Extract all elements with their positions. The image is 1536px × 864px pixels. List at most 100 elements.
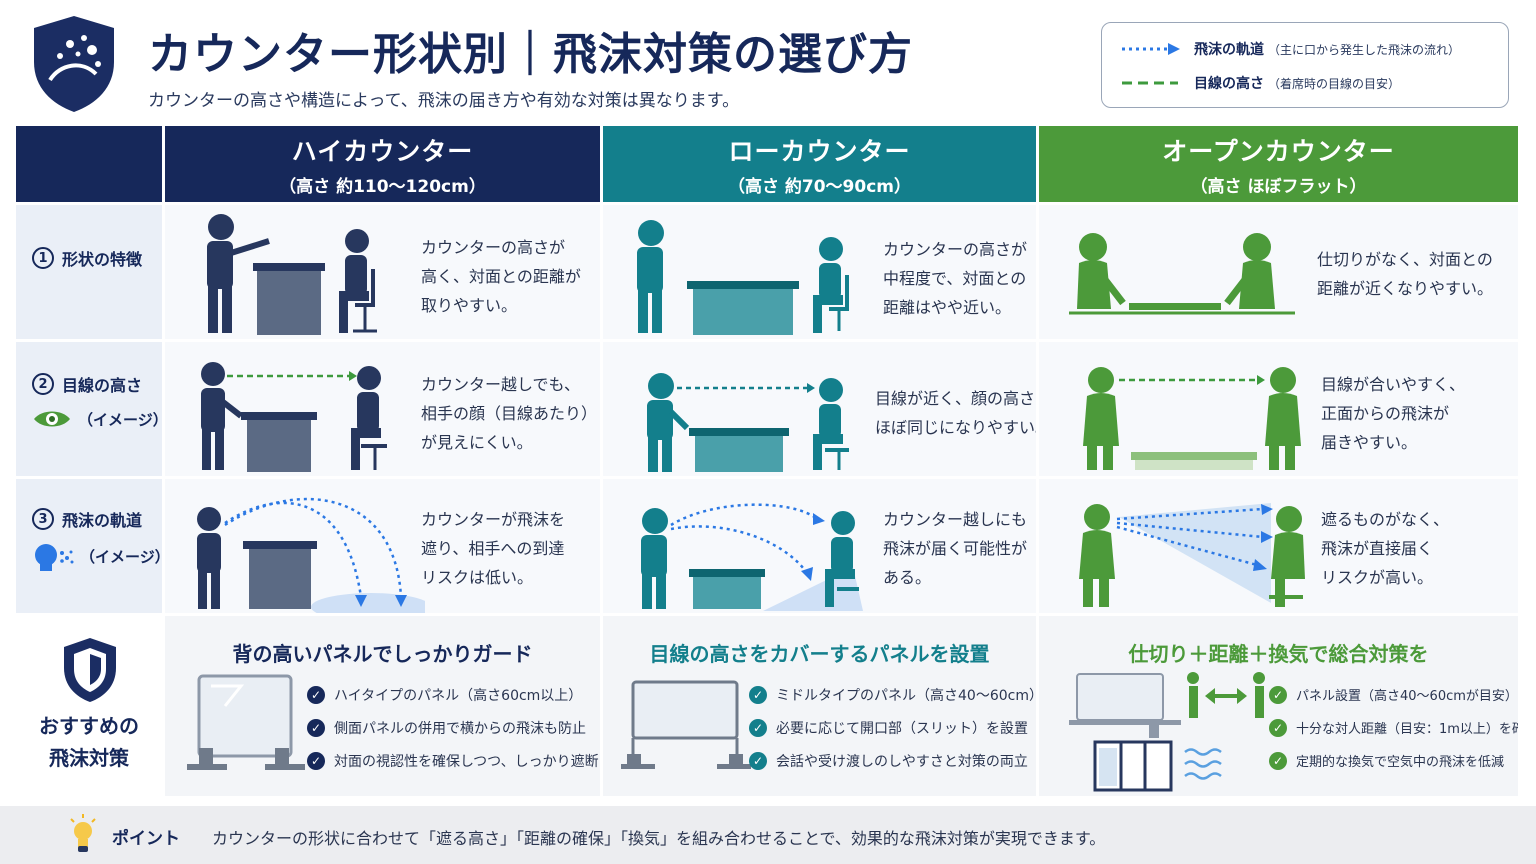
- desc-line: 飛沫が直接届く: [1321, 539, 1434, 558]
- comparison-table: ハイカウンター （高さ 約110〜120cm） ローカウンター （高さ 約70〜…: [16, 126, 1518, 796]
- legend-item-eye: 目線の高さ （着席時の目線の目安）: [1120, 73, 1400, 93]
- recommend-point-text: 定期的な換気で空気中の飛沫を低減: [1296, 755, 1505, 770]
- high-counter-illustration: [207, 214, 377, 335]
- desc-line: 距離が近くなりやすい。: [1317, 279, 1494, 298]
- recommend-point-text: ハイタイプのパネル（高さ60cm以上）: [334, 687, 583, 704]
- row-label: 形状の特徴: [62, 250, 143, 269]
- cell-description: カウンター越しでも、 相手の顔（目線あたり） が見えにくい。: [421, 370, 597, 457]
- desc-line: 遮り、相手への到達: [421, 539, 565, 558]
- recommend-point: ✓ 会話や受け渡しのしやすさと対策の両立: [749, 744, 1036, 777]
- recommend-point: ✓必要に応じて開口部（スリット）を設置: [749, 711, 1036, 744]
- desc-line: 仕切りがなく、対面との: [1317, 250, 1493, 269]
- desc-line: 正面からの飛沫が: [1321, 404, 1450, 423]
- row-label-recommend: おすすめの 飛沫対策: [16, 616, 162, 796]
- cell-description: 遮るものがなく、 飛沫が直接届く リスクが高い。: [1321, 505, 1449, 592]
- cell-description: カウンターの高さが 中程度で、対面との 距離はやや近い。: [883, 235, 1027, 322]
- recommend-high: 背の高いパネルでしっかりガード ✓ ハイタイプのパネル（高さ60cm以上） ✓ 側面…: [165, 616, 600, 796]
- recommend-title: 背の高いパネルでしっかりガード: [232, 642, 533, 666]
- row-note: （イメージ）: [80, 547, 162, 566]
- recommend-point: ✓対面の視認性を確保しつつ、しっかり遮断: [307, 744, 599, 777]
- partition-distance-ventilation-icon: [1069, 672, 1265, 792]
- column-header-low: ローカウンター （高さ 約70〜90cm）: [603, 126, 1036, 202]
- desc-line: リスクが高い。: [1321, 568, 1434, 587]
- cell-description: 仕切りがなく、対面との 距離が近くなりやすい。: [1317, 245, 1493, 303]
- middle-panel-icon: [621, 680, 751, 769]
- desc-line: 相手の顔（目線あたり）: [421, 404, 598, 423]
- column-name: ハイカウンター: [291, 136, 474, 166]
- cell-open-eye: 目線が合いやすく、 正面からの飛沫が 届きやすい。: [1039, 342, 1518, 476]
- recommend-low: 目線の高さをカバーするパネルを設置 ✓ミドルタイプのパネル（高さ40〜60cm）…: [603, 616, 1036, 796]
- column-header-open: オープンカウンター （高さ ほぼフラット）: [1039, 126, 1518, 202]
- recommend-point-text: 対面の視認性を確保しつつ、しっかり遮断: [334, 753, 599, 770]
- legend-label: 目線の高さ: [1194, 76, 1264, 92]
- dashed-line-icon: [1122, 81, 1178, 85]
- desc-line: ほぼ同じになりやすい。: [875, 418, 1036, 437]
- cell-low-shape: カウンターの高さが 中程度で、対面との 距離はやや近い。: [603, 205, 1036, 339]
- corner-cell: [16, 126, 162, 202]
- check-icon: ✓: [307, 718, 325, 737]
- low-counter-spray-illustration: [641, 503, 863, 611]
- cell-high-shape: カウンターの高さが 高く、対面との距離が 取りやすい。: [165, 205, 600, 339]
- check-icon: ✓: [749, 751, 767, 770]
- high-counter-spray-illustration: [197, 497, 425, 613]
- footer-point-bar: ポイント カウンターの形状に合わせて「遮る高さ」「距離の確保」「換気」を組み合わ…: [0, 806, 1536, 864]
- desc-line: 届きやすい。: [1321, 433, 1418, 452]
- recommend-point-text: パネル設置（高さ40〜60cmが目安）: [1296, 689, 1518, 704]
- legend-note: （主に口から発生した飛沫の流れ）: [1268, 42, 1461, 57]
- column-height: （高さ ほぼフラット）: [1190, 176, 1367, 197]
- column-header-high: ハイカウンター （高さ 約110〜120cm）: [165, 126, 600, 202]
- low-counter-illustration: [637, 220, 849, 335]
- cell-low-eye: 目線が近く、顔の高さが ほぼ同じになりやすい。: [603, 342, 1036, 476]
- row-label: 目線の高さ: [62, 376, 143, 395]
- legend-item-spray: 飛沫の軌道 （主に口から発生した飛沫の流れ）: [1120, 39, 1460, 59]
- cell-high-spray: カウンターが飛沫を 遮り、相手への到達 リスクは低い。: [165, 479, 600, 613]
- column-name: オープンカウンター: [1162, 136, 1395, 166]
- desc-line: 飛沫が届く可能性が: [883, 539, 1028, 558]
- recommend-list: ✓ ハイタイプのパネル（高さ60cm以上） ✓ 側面パネルの併用で横からの飛沫も防止…: [307, 678, 599, 777]
- open-counter-illustration: [1069, 233, 1295, 315]
- open-counter-spray-illustration: [1079, 503, 1305, 607]
- cell-description: カウンター越しにも 飛沫が届く可能性が ある。: [883, 505, 1027, 592]
- legend-box: 飛沫の軌道 （主に口から発生した飛沫の流れ） 目線の高さ （着席時の目線の目安）: [1101, 22, 1509, 108]
- desc-line: 取りやすい。: [421, 296, 518, 315]
- desc-line: 遮るものがなく、: [1321, 510, 1450, 529]
- page-title: カウンター形状別｜飛沫対策の選び方: [148, 29, 913, 80]
- point-label: ポイント: [112, 829, 180, 849]
- row-number: 3: [32, 508, 54, 530]
- row-label-shape: 1 形状の特徴: [16, 205, 162, 339]
- row-note: （イメージ）: [78, 410, 162, 429]
- recommend-title: 目線の高さをカバーするパネルを設置: [649, 642, 990, 666]
- recommend-point-text: 必要に応じて開口部（スリット）を設置: [776, 720, 1028, 737]
- desc-line: 高く、対面との距離が: [421, 267, 581, 286]
- recommend-label-line: 飛沫対策: [49, 746, 129, 770]
- column-height: （高さ 約70〜90cm）: [727, 176, 912, 197]
- desc-line: 目線が合いやすく、: [1321, 375, 1466, 394]
- cell-open-spray: 遮るものがなく、 飛沫が直接届く リスクが高い。: [1039, 479, 1518, 613]
- cell-description: カウンターが飛沫を 遮り、相手への到達 リスクは低い。: [421, 505, 565, 592]
- shield-droplet-icon: [34, 16, 114, 112]
- desc-line: カウンターの高さが: [421, 238, 566, 257]
- cell-high-eye: カウンター越しでも、 相手の顔（目線あたり） が見えにくい。: [165, 342, 600, 476]
- cell-description: 目線が近く、顔の高さが ほぼ同じになりやすい。: [875, 384, 1036, 442]
- shield-icon: [64, 638, 116, 702]
- recommend-point-text: 側面パネルの併用で横からの飛沫も防止: [334, 720, 586, 737]
- recommend-label-line: おすすめの: [39, 714, 139, 738]
- recommend-point: ✓十分な対人距離（目安：1m以上）を確保: [1269, 711, 1518, 744]
- recommend-point: ✓ 側面パネルの併用で横からの飛沫も防止: [307, 711, 599, 744]
- recommend-point: ✓定期的な換気で空気中の飛沫を低減: [1269, 744, 1518, 777]
- column-height: （高さ 約110〜120cm）: [279, 176, 486, 197]
- desc-line: カウンター越しでも、: [421, 375, 581, 394]
- recommend-label: おすすめの 飛沫対策: [16, 710, 162, 774]
- eye-icon: [34, 411, 70, 427]
- page-subtitle: カウンターの高さや構造によって、飛沫の届き方や有効な対策は異なります。: [148, 91, 740, 111]
- desc-line: 中程度で、対面との: [883, 269, 1027, 288]
- row-number: 2: [32, 373, 54, 395]
- row-number: 1: [32, 247, 54, 269]
- high-panel-icon: [187, 674, 305, 770]
- desc-line: 距離はやや近い。: [883, 298, 1012, 317]
- point-text: カウンターの形状に合わせて「遮る高さ」「距離の確保」「換気」を組み合わせることで…: [212, 829, 1106, 848]
- recommend-point-text: 会話や受け渡しのしやすさと対策の両立: [776, 753, 1028, 770]
- check-icon: ✓: [749, 685, 767, 704]
- cell-description: 目線が合いやすく、 正面からの飛沫が 届きやすい。: [1321, 370, 1465, 457]
- cell-open-shape: 仕切りがなく、対面との 距離が近くなりやすい。: [1039, 205, 1518, 339]
